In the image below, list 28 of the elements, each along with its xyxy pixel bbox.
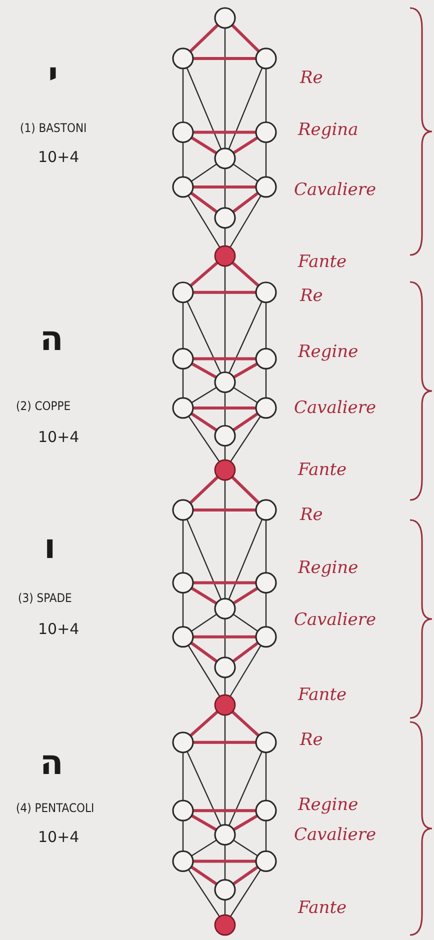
court-card-label: Re [300, 507, 323, 524]
card-count: 10+4 [38, 430, 80, 445]
hebrew-letter: י [48, 58, 58, 92]
hebrew-letter: ה [40, 322, 64, 356]
court-card-label: Re [300, 70, 323, 87]
court-card-label: Regine [298, 797, 358, 814]
court-card-label: Cavaliere [294, 182, 376, 199]
suit-label: (1) BASTONI [20, 122, 87, 134]
card-count: 10+4 [38, 830, 80, 845]
suit-label: (4) PENTACOLI [16, 802, 94, 814]
court-card-label: Cavaliere [294, 400, 376, 417]
hebrew-letter: ו [44, 530, 56, 564]
court-card-label: Regina [298, 122, 358, 139]
court-card-label: Fante [298, 900, 347, 917]
suit-label: (3) SPADE [18, 592, 72, 604]
suit-label: (2) COPPE [16, 400, 71, 412]
court-card-label: Re [300, 732, 323, 749]
card-count: 10+4 [38, 150, 80, 165]
court-card-label: Cavaliere [294, 827, 376, 844]
card-count: 10+4 [38, 622, 80, 637]
court-card-label: Regine [298, 560, 358, 577]
court-card-label: Fante [298, 254, 347, 271]
hebrew-letter: ה [40, 746, 64, 780]
court-card-label: Cavaliere [294, 612, 376, 629]
court-card-label: Fante [298, 687, 347, 704]
court-card-label: Re [300, 288, 323, 305]
court-card-label: Fante [298, 462, 347, 479]
court-card-label: Regine [298, 344, 358, 361]
